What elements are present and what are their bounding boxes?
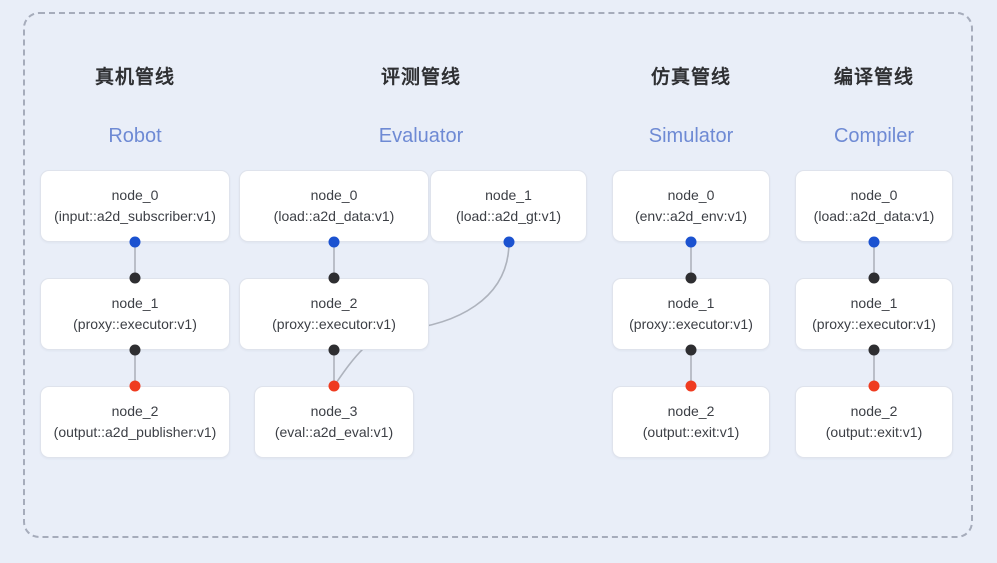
- port-input-robot-2[interactable]: [129, 380, 141, 392]
- node-type: (output::exit:v1): [642, 424, 740, 440]
- node-name: node_2: [111, 403, 159, 419]
- node-type: (input::a2d_subscriber:v1): [54, 208, 216, 224]
- node-name: node_2: [667, 403, 715, 419]
- port-output-simulator-1[interactable]: [685, 344, 697, 356]
- node-name: node_3: [310, 403, 358, 419]
- port-output-simulator-0[interactable]: [685, 236, 697, 248]
- port-input-robot-1[interactable]: [129, 272, 141, 284]
- port-input-simulator-2[interactable]: [685, 380, 697, 392]
- node-type: (output::a2d_publisher:v1): [53, 424, 217, 440]
- column-subtitle-robot: Robot: [108, 125, 162, 147]
- node-name: node_1: [485, 187, 532, 203]
- port-output-robot-0[interactable]: [129, 236, 141, 248]
- node-type: (proxy::executor:v1): [812, 316, 936, 332]
- node-name: node_0: [850, 187, 898, 203]
- node-name: node_0: [111, 187, 159, 203]
- node-compiler-0[interactable]: node_0 (load::a2d_data:v1): [795, 170, 953, 242]
- column-title-compiler: 编译管线: [833, 67, 914, 88]
- node-compiler-1[interactable]: node_1 (proxy::executor:v1): [795, 278, 953, 350]
- node-robot-2[interactable]: node_2 (output::a2d_publisher:v1): [40, 386, 230, 458]
- column-title-simulator: 仿真管线: [650, 67, 731, 88]
- node-type: (proxy::executor:v1): [272, 316, 396, 332]
- node-type: (load::a2d_data:v1): [273, 208, 395, 224]
- port-output-robot-1[interactable]: [129, 344, 141, 356]
- node-name: node_0: [310, 187, 358, 203]
- node-type: (proxy::executor:v1): [73, 316, 197, 332]
- node-robot-0[interactable]: node_0 (input::a2d_subscriber:v1): [40, 170, 230, 242]
- node-name: node_2: [850, 403, 898, 419]
- diagram-frame: [23, 12, 973, 538]
- node-name: node_2: [310, 295, 358, 311]
- port-output-evaluator-0[interactable]: [328, 236, 340, 248]
- node-type: (output::exit:v1): [825, 424, 923, 440]
- node-type: (env::a2d_env:v1): [634, 208, 748, 224]
- node-evaluator-3[interactable]: node_3 (eval::a2d_eval:v1): [254, 386, 414, 458]
- column-title-robot: 真机管线: [94, 67, 175, 88]
- column-subtitle-simulator: Simulator: [648, 125, 734, 147]
- port-input-simulator-1[interactable]: [685, 272, 697, 284]
- node-simulator-2[interactable]: node_2 (output::exit:v1): [612, 386, 770, 458]
- node-name: node_1: [111, 295, 159, 311]
- node-type: (load::a2d_data:v1): [813, 208, 935, 224]
- column-title-evaluator: 评测管线: [380, 67, 461, 88]
- node-compiler-2[interactable]: node_2 (output::exit:v1): [795, 386, 953, 458]
- port-input-evaluator-2[interactable]: [328, 272, 340, 284]
- node-evaluator-0[interactable]: node_0 (load::a2d_data:v1): [239, 170, 429, 242]
- node-type: (eval::a2d_eval:v1): [274, 424, 394, 440]
- node-evaluator-2[interactable]: node_2 (proxy::executor:v1): [239, 278, 429, 350]
- port-output-compiler-1[interactable]: [868, 344, 880, 356]
- node-name: node_1: [850, 295, 898, 311]
- node-evaluator-1[interactable]: node_1 (load::a2d_gt:v1): [430, 170, 587, 242]
- node-type: (load::a2d_gt:v1): [455, 208, 562, 224]
- column-subtitle-evaluator: Evaluator: [378, 125, 464, 147]
- port-input-compiler-2[interactable]: [868, 380, 880, 392]
- node-name: node_1: [667, 295, 715, 311]
- port-output-evaluator-2[interactable]: [328, 344, 340, 356]
- column-subtitle-compiler: Compiler: [833, 125, 915, 147]
- port-input-compiler-1[interactable]: [868, 272, 880, 284]
- node-robot-1[interactable]: node_1 (proxy::executor:v1): [40, 278, 230, 350]
- port-output-evaluator-1[interactable]: [503, 236, 515, 248]
- node-name: node_0: [667, 187, 715, 203]
- node-simulator-0[interactable]: node_0 (env::a2d_env:v1): [612, 170, 770, 242]
- node-simulator-1[interactable]: node_1 (proxy::executor:v1): [612, 278, 770, 350]
- port-output-compiler-0[interactable]: [868, 236, 880, 248]
- port-input-evaluator-3[interactable]: [328, 380, 340, 392]
- node-type: (proxy::executor:v1): [629, 316, 753, 332]
